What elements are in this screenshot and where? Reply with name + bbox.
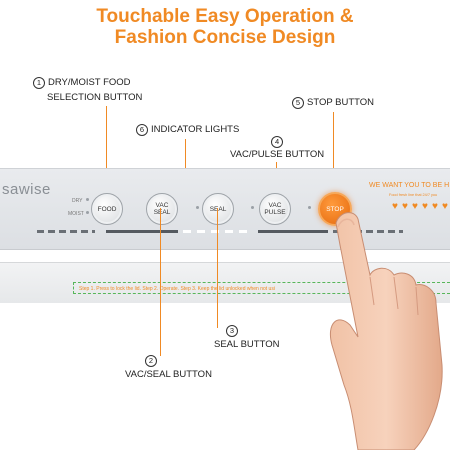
hand-pressing-stop <box>330 212 443 450</box>
indicator-stripe <box>106 230 178 233</box>
dry-label: DRY <box>72 198 83 204</box>
indicator-stripe <box>333 230 403 233</box>
leader-line <box>106 106 107 184</box>
callout-number: 5 <box>292 97 304 109</box>
callout-label: DRY/MOIST FOOD <box>48 77 131 88</box>
moist-label: MOIST <box>68 211 84 217</box>
leader-line <box>160 208 161 356</box>
heart-icon: ♥ <box>422 201 428 212</box>
leader-line <box>333 112 334 190</box>
callout-seal: 3 SEAL BUTTON <box>214 325 279 351</box>
indicator-lights <box>183 230 253 233</box>
callout-label-line-2: SELECTION BUTTON <box>47 92 143 103</box>
vac-pulse-indicator-light <box>251 206 254 209</box>
heart-icon: ♥ <box>402 201 408 212</box>
callout-vac-seal: 2 VAC/SEAL BUTTON <box>125 355 212 381</box>
callout-label: INDICATOR LIGHTS <box>151 124 240 135</box>
heart-icon: ♥ <box>432 201 438 212</box>
vac-pulse-label-2: PULSE <box>264 209 286 216</box>
heart-icon: ♥ <box>412 201 418 212</box>
stop-button-label: STOP <box>326 205 344 213</box>
indicator-stripe <box>258 230 328 233</box>
instructions-strip: Step 1. Press to lock the lid. Step 2. O… <box>73 282 450 294</box>
leader-line <box>217 208 218 328</box>
callout-label: STOP BUTTON <box>307 97 375 108</box>
callout-number: 4 <box>271 136 284 148</box>
vac-seal-label-1: VAC <box>155 202 169 209</box>
headline-line-1: Touchable Easy Operation & <box>96 6 354 27</box>
heart-icon: ♥ <box>392 201 398 212</box>
promo-text: WE WANT YOU TO BE H <box>369 182 450 189</box>
callout-label: SEAL BUTTON <box>214 339 280 350</box>
stop-indicator-light <box>308 206 311 209</box>
vac-pulse-label-1: VAC <box>268 202 282 209</box>
brand-logo: sawise <box>2 181 51 198</box>
callout-number: 6 <box>136 124 148 136</box>
food-button-label: FOOD <box>97 205 117 213</box>
moist-indicator-light <box>86 211 89 214</box>
callout-label: VAC/PULSE BUTTON <box>230 149 325 160</box>
seal-indicator-light <box>196 206 199 209</box>
food-button[interactable]: FOOD <box>91 193 123 225</box>
headline-line-2: Fashion Concise Design <box>114 27 336 48</box>
callout-number: 2 <box>145 355 157 367</box>
indicator-stripe <box>37 230 95 233</box>
seal-button[interactable]: SEAL <box>202 193 234 225</box>
callout-label: VAC/SEAL BUTTON <box>125 369 212 380</box>
vac-seal-label-2: SEAL <box>153 209 171 216</box>
heart-icon: ♥ <box>442 201 448 212</box>
leader-line <box>185 139 186 179</box>
dry-indicator-light <box>86 198 89 201</box>
seal-button-label: SEAL <box>209 205 227 213</box>
callout-vac-pulse: 4 VAC/PULSE BUTTON <box>230 136 324 161</box>
callout-number: 1 <box>33 77 45 89</box>
promo-subtext: Food fresh line that 24/7 you <box>389 193 438 197</box>
callout-number: 3 <box>226 325 238 337</box>
